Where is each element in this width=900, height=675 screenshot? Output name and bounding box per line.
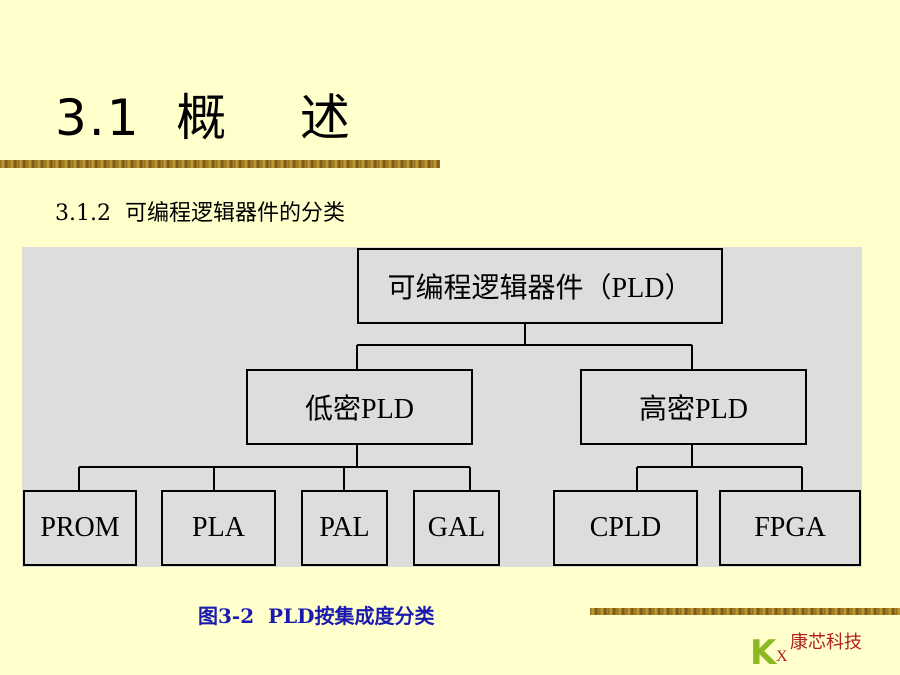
gal-node: GAL [413, 490, 500, 566]
logo-k-letter: K [750, 633, 777, 673]
figure-caption: 图3-2 PLD按集成度分类 [198, 604, 435, 628]
footer-decor-bar [590, 608, 900, 615]
pal-node: PAL [301, 490, 388, 566]
pla-node: PLA [161, 490, 276, 566]
connector-lines [78, 322, 803, 491]
fpga-node: FPGA [719, 490, 861, 566]
high-density-pld-node: 高密PLD [580, 369, 807, 445]
slide-title: 3.1 概 述 [55, 89, 352, 147]
classification-diagram: 可编程逻辑器件（PLD） 低密PLD 高密PLD PROM PLA PAL GA… [22, 247, 862, 567]
logo-x-letter: X [776, 648, 788, 665]
logo-company-name: 康芯科技 [790, 632, 862, 653]
cpld-node: CPLD [553, 490, 698, 566]
low-density-pld-node: 低密PLD [246, 369, 473, 445]
prom-node: PROM [23, 490, 137, 566]
section-subtitle: 3.1.2 可编程逻辑器件的分类 [55, 201, 345, 226]
company-logo: K X 康芯科技 [750, 628, 900, 673]
root-node: 可编程逻辑器件（PLD） [357, 248, 723, 324]
title-underline [0, 160, 440, 168]
